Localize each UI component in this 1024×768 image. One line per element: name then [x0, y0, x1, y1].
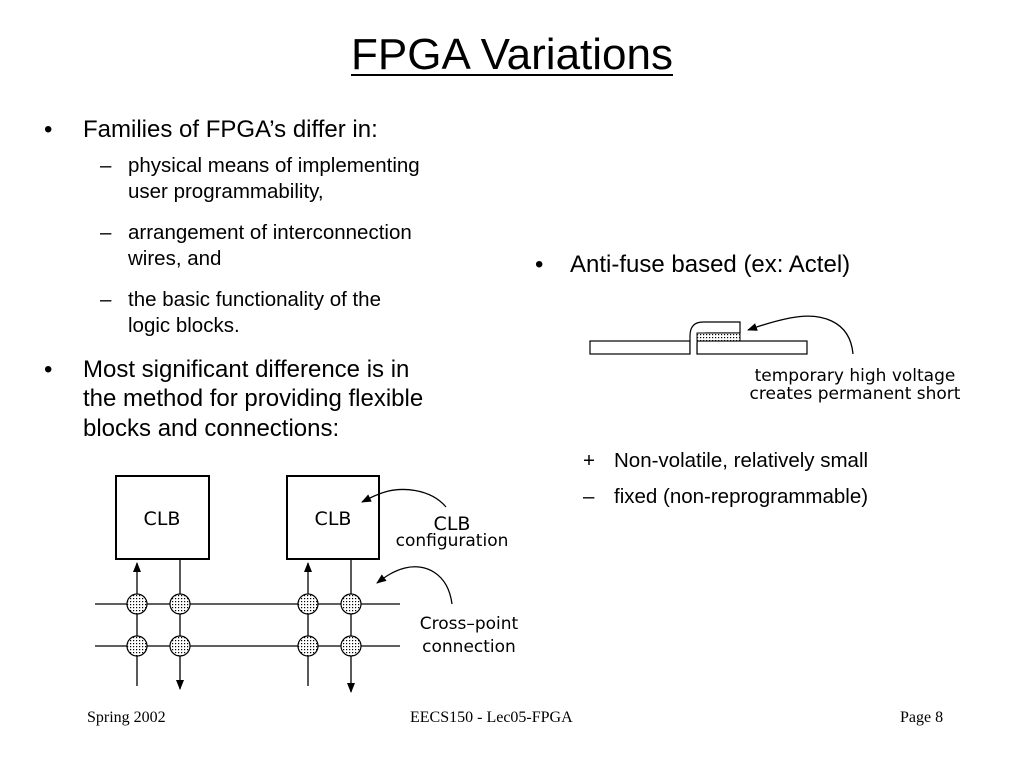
clb-block-2-label: CLB — [315, 508, 352, 530]
clb-config-label-line1: CLB — [434, 513, 471, 535]
antifuse-caption-line1: temporary high voltage — [755, 366, 956, 386]
bullet-line: Most significant difference is in — [83, 356, 410, 383]
crosspoint-label-line1: Cross–point — [420, 614, 519, 634]
clb-block-1 — [115, 475, 210, 560]
sub-item-line: user programmability, — [128, 180, 324, 204]
sub-item-line: arrangement of interconnection — [128, 221, 412, 244]
con-fixed: fixed (non-reprogrammable) — [614, 485, 869, 508]
sub-item-line: logic blocks. — [128, 314, 240, 338]
bullet-families: Families of FPGA’s differ in: — [83, 116, 378, 143]
bullet-significant-difference: Most significant difference is in the me… — [83, 355, 423, 443]
crosspoint-switch — [297, 593, 319, 615]
bullet-line: the method for providing flexible — [83, 385, 424, 413]
antifuse-arrow — [747, 315, 854, 355]
clb-crosspoint-diagram: CLB CLB CLB configuration Cross–point co… — [95, 475, 519, 693]
bullet-marker: • — [44, 116, 53, 143]
crosspoint-arrow — [376, 566, 453, 605]
sub-item-arrangement: arrangement of interconnection wires, an… — [128, 220, 412, 272]
crosspoint-switch — [340, 635, 362, 657]
footer-date: Spring 2002 — [87, 709, 166, 726]
bullet-marker: • — [535, 251, 544, 278]
crosspoint-switch — [340, 593, 362, 615]
bullet-line: blocks and connections: — [83, 414, 340, 442]
footer-page-number: Page 8 — [900, 709, 944, 726]
sub-item-line: the basic functionality of the — [128, 288, 381, 311]
antifuse-lower-right-plate — [696, 340, 808, 355]
footer-course: EECS150 - Lec05-FPGA — [410, 709, 573, 726]
crosspoint-switch — [297, 635, 319, 657]
dash-marker: – — [100, 288, 112, 311]
bullet-marker: • — [44, 356, 53, 383]
crosspoint-switch — [169, 593, 191, 615]
slide-title: FPGA Variations — [351, 30, 673, 79]
sub-item-line: physical means of implementing — [128, 154, 420, 177]
dash-marker: – — [583, 485, 595, 508]
dash-marker: – — [100, 221, 112, 244]
clb-block-2 — [286, 475, 380, 560]
crosspoint-switches — [126, 593, 362, 657]
pro-nonvolatile: Non-volatile, relatively small — [614, 449, 869, 472]
clb-config-label-line2: configuration — [396, 531, 509, 551]
antifuse-caption-line2: creates permanent short — [750, 384, 961, 404]
crosspoint-switch — [169, 635, 191, 657]
dash-marker: – — [100, 154, 112, 177]
bullet-antifuse: Anti-fuse based (ex: Actel) — [570, 251, 851, 278]
crosspoint-switch — [126, 593, 148, 615]
antifuse-lower-left-plate — [589, 340, 691, 355]
clb-block-1-label: CLB — [144, 508, 181, 530]
crosspoint-switch — [126, 635, 148, 657]
antifuse-diagram: temporary high voltage creates permanent… — [589, 315, 961, 404]
sub-item-line: wires, and — [128, 247, 222, 271]
sub-item-physical: physical means of implementing user prog… — [128, 153, 420, 205]
sub-item-functionality: the basic functionality of the logic blo… — [128, 287, 381, 339]
plus-marker: + — [583, 449, 595, 472]
antifuse-dielectric — [696, 332, 741, 342]
clb-config-arrow — [361, 488, 447, 508]
crosspoint-label-line2: connection — [422, 637, 516, 657]
